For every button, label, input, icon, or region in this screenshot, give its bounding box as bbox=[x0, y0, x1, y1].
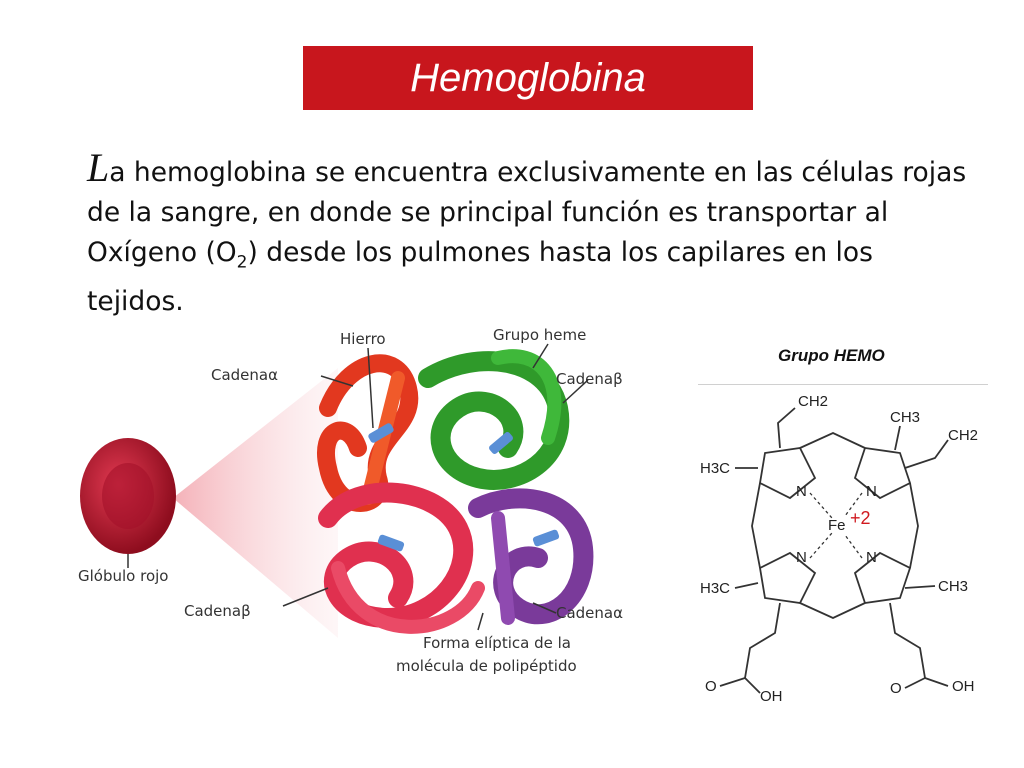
label-ch2-right: CH2 bbox=[948, 427, 978, 444]
label-o-right: O bbox=[890, 680, 902, 697]
body-paragraph: La hemoglobina se encuentra exclusivamen… bbox=[87, 148, 967, 322]
slide-title: Hemoglobina bbox=[410, 55, 646, 100]
label-h3c-left-2: H3C bbox=[700, 580, 730, 597]
label-cadena-alpha-top: Cadenaα bbox=[211, 366, 278, 384]
alpha-chain-bottom bbox=[468, 488, 594, 625]
label-cadena-alpha-bottom: Cadenaα bbox=[556, 604, 623, 622]
label-cadena-beta-bottom: Cadenaβ bbox=[184, 602, 251, 620]
label-n-3: N bbox=[796, 549, 807, 566]
label-forma-1: Forma elíptica de la bbox=[423, 634, 571, 652]
label-cadena-beta-top: Cadenaβ bbox=[556, 370, 623, 388]
label-fe: Fe bbox=[828, 517, 846, 534]
heme-title: Grupo HEMO bbox=[778, 346, 885, 365]
label-o-left: O bbox=[705, 678, 717, 695]
label-hierro: Hierro bbox=[340, 330, 386, 348]
heme-divider bbox=[698, 384, 988, 385]
label-n-1: N bbox=[796, 483, 807, 500]
label-h3c-left: H3C bbox=[700, 460, 730, 477]
beta-chain-top bbox=[418, 349, 570, 490]
label-charge: +2 bbox=[850, 508, 871, 528]
oxygen-subscript: 2 bbox=[236, 252, 248, 273]
label-globulo-rojo: Glóbulo rojo bbox=[78, 567, 168, 585]
label-ch3-top: CH3 bbox=[890, 409, 920, 426]
body-part-1: a hemoglobina se encuentra exclusivament… bbox=[87, 157, 967, 268]
label-forma-2: molécula de polipéptido bbox=[396, 657, 577, 675]
label-ch2-top: CH2 bbox=[798, 393, 828, 410]
dropcap: L bbox=[87, 145, 110, 190]
heme-structure: CH2 CH3 CH2 H3C N N Fe +2 N N H3C CH3 O … bbox=[700, 393, 978, 705]
body-part-2: ) desde los pulmones hasta los capilares… bbox=[87, 237, 873, 318]
title-banner: Hemoglobina bbox=[303, 46, 753, 110]
label-ch3-right-2: CH3 bbox=[938, 578, 968, 595]
heme-groups bbox=[368, 423, 560, 552]
label-n-2: N bbox=[866, 483, 877, 500]
label-oh-left: OH bbox=[760, 688, 783, 705]
magnification-beam bbox=[173, 368, 338, 638]
hemoglobin-illustration: Hierro Grupo heme Cadenaα Cadenaβ Glóbul… bbox=[78, 326, 623, 675]
label-n-4: N bbox=[866, 549, 877, 566]
label-oh-right: OH bbox=[952, 678, 975, 695]
alpha-chain-top bbox=[317, 354, 419, 512]
beta-chain-bottom bbox=[318, 482, 485, 634]
label-grupo-heme: Grupo heme bbox=[493, 326, 586, 344]
